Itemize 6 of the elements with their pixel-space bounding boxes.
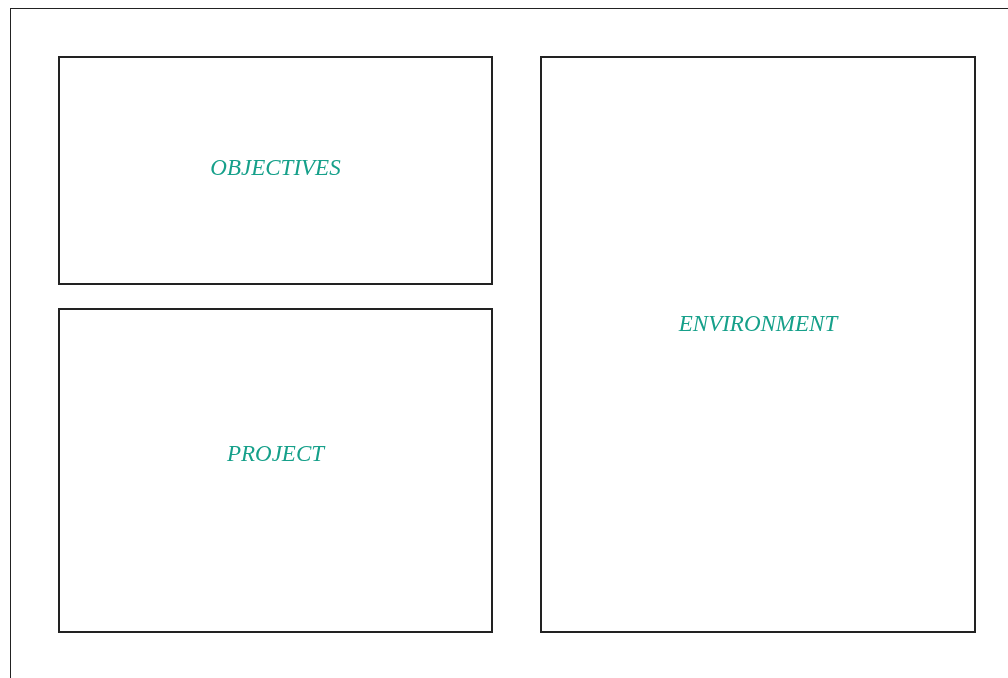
section-title: PROJECT bbox=[226, 441, 325, 467]
section-box bbox=[58, 308, 493, 633]
section-box bbox=[58, 56, 493, 285]
section-box bbox=[540, 56, 976, 633]
section-title: ENVIRONMENT bbox=[678, 311, 838, 337]
section-title: OBJECTIVES bbox=[210, 155, 341, 181]
